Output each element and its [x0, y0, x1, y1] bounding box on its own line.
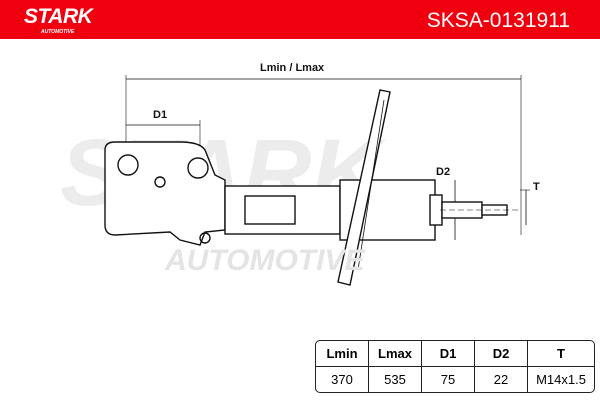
- table-header-row: Lmin Lmax D1 D2 T: [316, 341, 594, 367]
- value-d1: 75: [422, 367, 475, 392]
- d2-label: D2: [436, 166, 451, 178]
- header-d1: D1: [422, 341, 475, 367]
- value-lmin: 370: [316, 367, 369, 392]
- header-d2: D2: [475, 341, 528, 367]
- t-label: T: [533, 181, 540, 193]
- value-lmax: 535: [369, 367, 422, 392]
- header-t: T: [528, 341, 594, 367]
- brand-logo: STARK: [24, 5, 93, 28]
- length-label: Lmin / Lmax: [260, 62, 325, 74]
- value-t: M14x1.5: [536, 372, 586, 387]
- value-d2: 22: [475, 367, 528, 392]
- header-lmin: Lmin: [316, 341, 369, 367]
- d1-label: D1: [153, 109, 168, 121]
- svg-text:AUTOMOTIVE: AUTOMOTIVE: [164, 244, 365, 277]
- brand-logo-sub: AUTOMOTIVE: [41, 29, 75, 35]
- header-bar: STARK AUTOMOTIVE SKSA-0131911: [0, 0, 600, 39]
- spec-table: Lmin Lmax D1 D2 T 370 535 75 22 M14x1.5: [315, 340, 595, 393]
- table-row: 370 535 75 22 M14x1.5: [316, 367, 594, 392]
- part-number: SKSA-0131911: [426, 9, 570, 32]
- header-lmax: Lmax: [369, 341, 422, 367]
- watermark-automotive: AUTOMOTIVE: [164, 244, 365, 277]
